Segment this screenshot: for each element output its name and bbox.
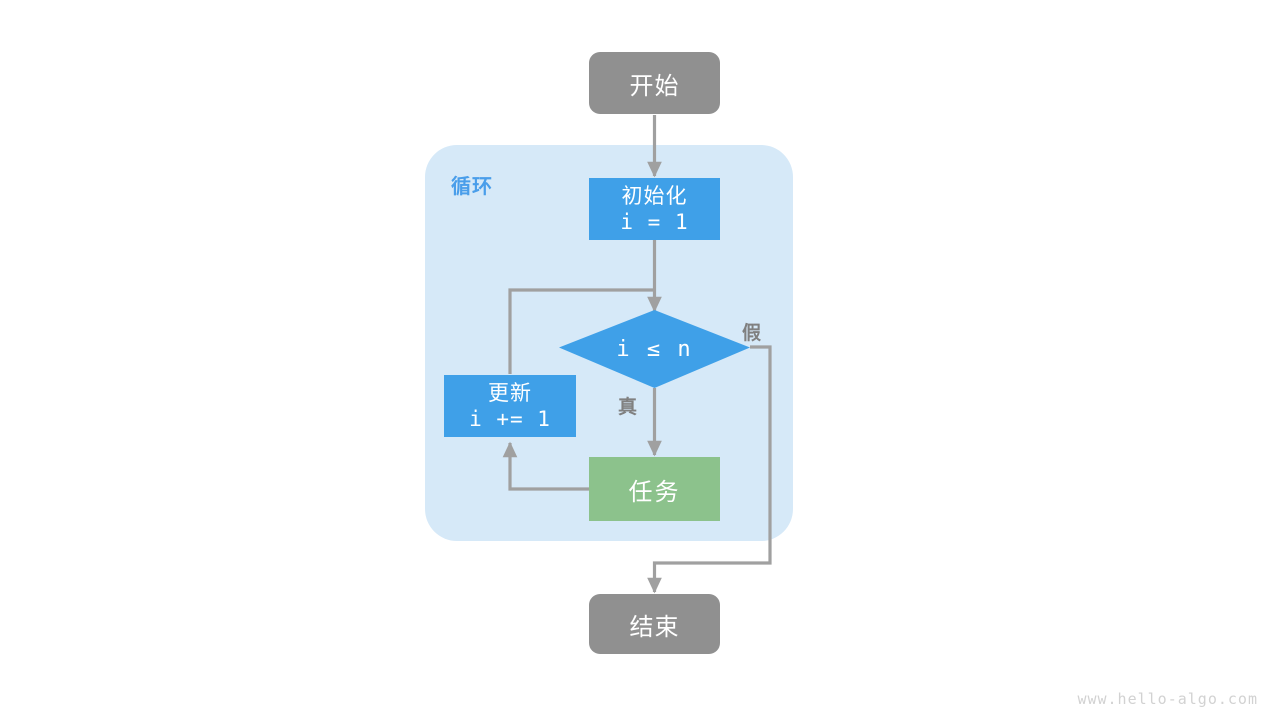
edge-label-true: 真 — [618, 396, 638, 418]
loop-group-label: 循环 — [451, 174, 493, 198]
node-update[interactable] — [444, 375, 576, 437]
node-end[interactable] — [589, 594, 720, 654]
edge-label-false: 假 — [742, 322, 762, 344]
edge-update-to-condition — [508, 288, 655, 374]
node-condition[interactable] — [559, 310, 750, 388]
edge-condition-to-end — [647, 345, 772, 594]
node-init[interactable] — [589, 178, 720, 240]
watermark: www.hello-algo.com — [1077, 690, 1258, 708]
node-start[interactable] — [589, 52, 720, 114]
node-task[interactable] — [589, 457, 720, 521]
edge-task-to-update — [502, 441, 589, 491]
